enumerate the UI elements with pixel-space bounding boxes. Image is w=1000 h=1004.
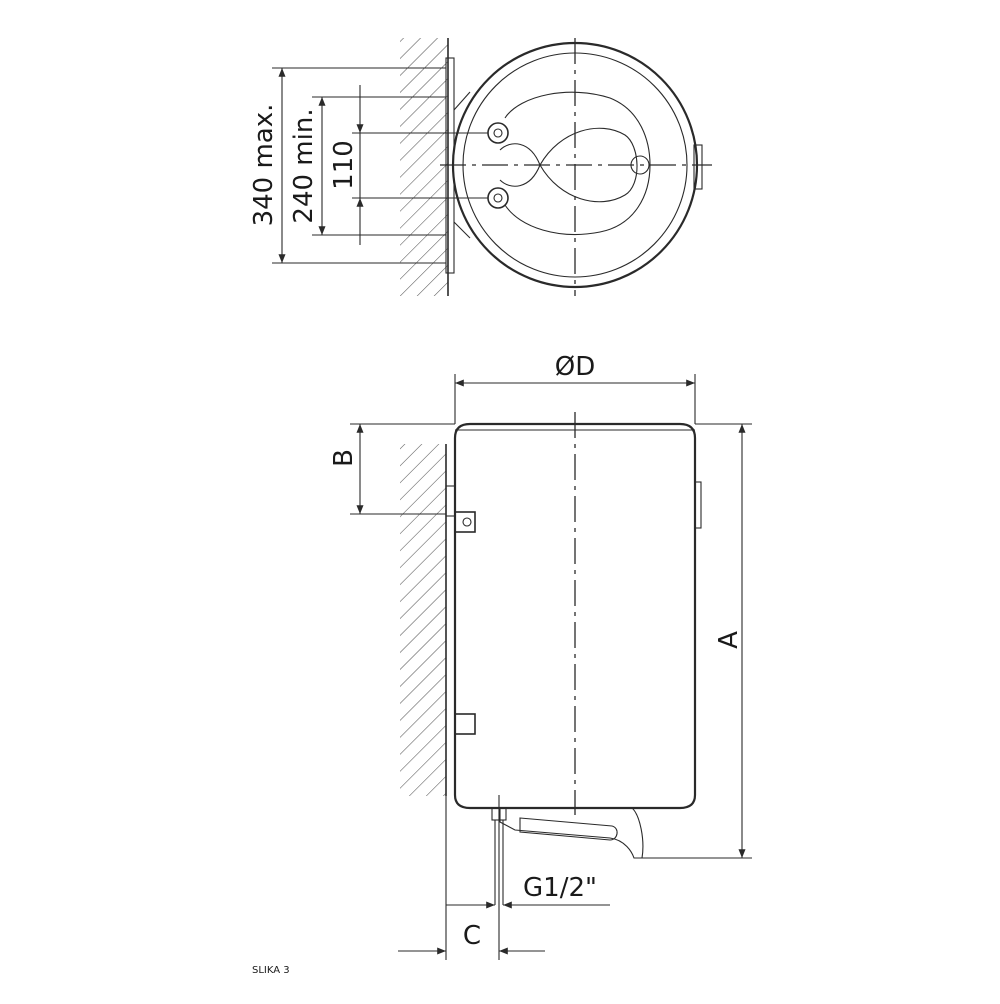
strut-lower xyxy=(453,221,471,239)
dim-label-d: ØD xyxy=(555,352,596,382)
lower-bracket xyxy=(454,713,476,735)
inlet-fitting-upper-core xyxy=(493,128,503,138)
side-view: ØD A B C G1/2" xyxy=(329,352,752,960)
side-tab-side xyxy=(694,481,702,529)
dim-label-a: A xyxy=(714,631,744,649)
figure-caption: SLIKA 3 xyxy=(252,965,290,976)
side-tab-top xyxy=(693,144,703,190)
dim-label-c: C xyxy=(463,921,481,951)
dim-label-b: B xyxy=(329,449,359,467)
wall-hatch-side xyxy=(400,444,446,796)
dim-label-340: 340 max. xyxy=(249,104,279,227)
dim-label-110: 110 xyxy=(329,140,359,190)
upper-hook xyxy=(445,485,456,517)
wall-hatch-top xyxy=(400,38,448,296)
bottom-cover-inner xyxy=(519,817,618,841)
outlet-fitting-lower-core xyxy=(493,193,503,203)
heater-flange xyxy=(539,127,638,203)
upper-bracket-bolt xyxy=(462,517,472,527)
upper-bracket xyxy=(454,511,476,533)
dim-label-240: 240 min. xyxy=(289,108,319,223)
top-view: 340 max. 240 min. 110 xyxy=(249,38,712,296)
dim-label-g: G1/2" xyxy=(523,873,597,903)
bottom-cover xyxy=(499,807,644,859)
strut-upper xyxy=(453,91,471,111)
